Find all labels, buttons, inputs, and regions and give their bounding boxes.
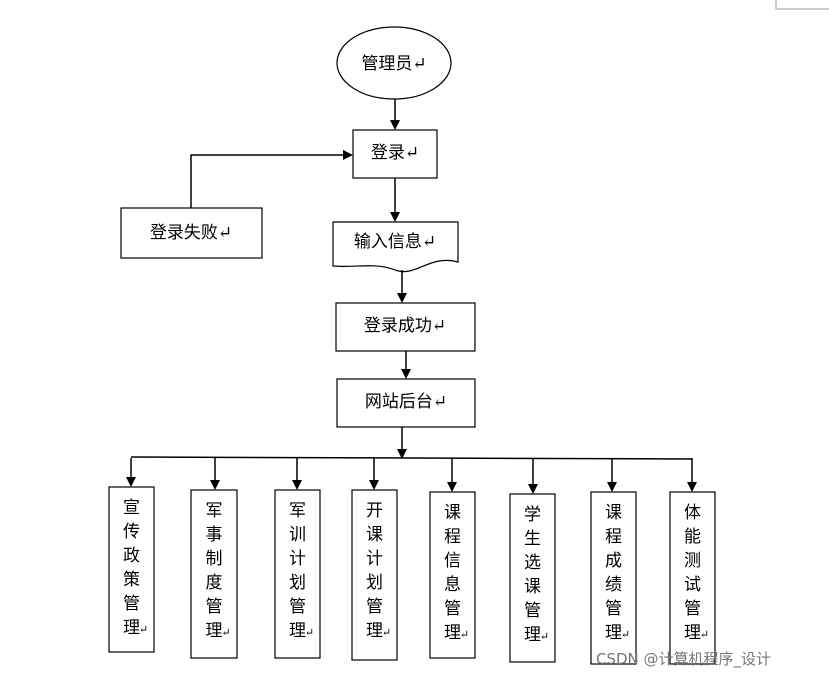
admin-node — [336, 26, 452, 100]
module-box — [351, 489, 398, 661]
login-label: 登录↵ — [371, 143, 419, 163]
page-corner-mark — [775, 0, 829, 10]
module-box — [590, 491, 637, 665]
module-box — [669, 491, 716, 665]
module-box — [429, 491, 476, 659]
module-box — [190, 489, 238, 659]
module-label: 学生选课管理↵ — [524, 505, 549, 645]
module-label: 体能测试管理↵ — [684, 503, 709, 643]
module-label: 开课计划管理↵ — [366, 501, 391, 641]
arrow-fail-to-login — [190, 150, 353, 208]
module-label: 军训计划管理↵ — [289, 501, 314, 641]
module-box — [274, 489, 321, 659]
input-info-label: 输入信息↵ — [354, 232, 436, 252]
login-fail-label: 登录失败↵ — [150, 223, 232, 243]
backend-node — [336, 378, 476, 428]
module-box — [509, 493, 556, 663]
login-success-node — [335, 302, 476, 352]
distribution-bus — [130, 456, 693, 460]
module-label: 课程信息管理↵ — [444, 503, 469, 643]
login-node — [352, 129, 438, 179]
input-info-node — [332, 221, 459, 273]
module-label: 军事制度管理↵ — [206, 501, 231, 641]
module-label: 课程成绩管理↵ — [605, 503, 630, 643]
module-label: 宣传政策管理↵ — [123, 498, 148, 638]
backend-label: 网站后台↵ — [365, 392, 447, 412]
admin-label: 管理员↵ — [361, 54, 426, 74]
module-group: 宣传政策管理↵ 军事制度管理↵ 军训计划管理↵ 开课计划管理↵ 课程信息管理↵ 学生选课管… — [108, 458, 716, 665]
module-box — [108, 486, 155, 653]
watermark-text: CSDN @计算机程序_设计 — [596, 650, 771, 669]
login-success-label: 登录成功↵ — [364, 316, 446, 336]
